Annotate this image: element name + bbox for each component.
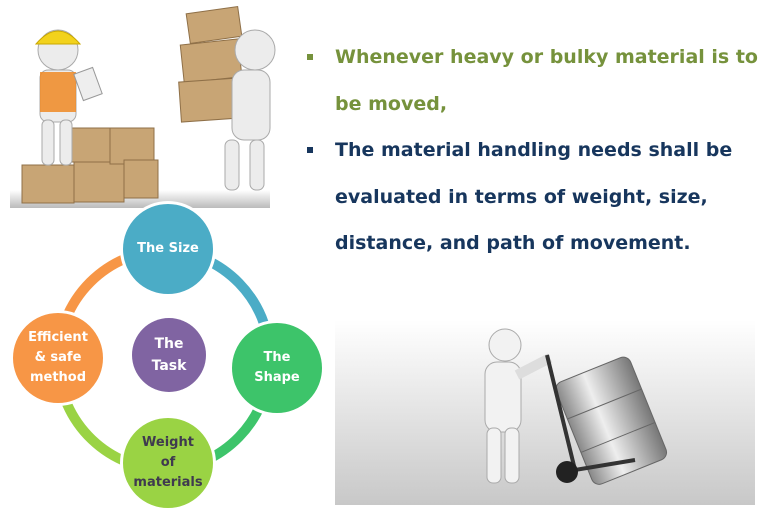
node-the-task: The Task — [132, 318, 206, 392]
worker-carrying-boxes-illustration — [10, 5, 276, 208]
node-weight-of-materials: Weight of materials — [120, 415, 216, 511]
bullet-item-2: The material handling needs shall be eva… — [305, 127, 765, 267]
node-the-shape: The Shape — [229, 320, 325, 416]
bullet-marker — [307, 54, 313, 60]
hand-truck-barrel-illustration — [335, 320, 755, 505]
bullet-list: Whenever heavy or bulky material is to b… — [305, 34, 765, 267]
node-the-size: The Size — [120, 201, 216, 297]
bullet-item-1: Whenever heavy or bulky material is to b… — [305, 34, 765, 127]
node-efficient-safe-method: Efficient & safe method — [10, 310, 106, 406]
bullet-marker — [307, 147, 313, 153]
